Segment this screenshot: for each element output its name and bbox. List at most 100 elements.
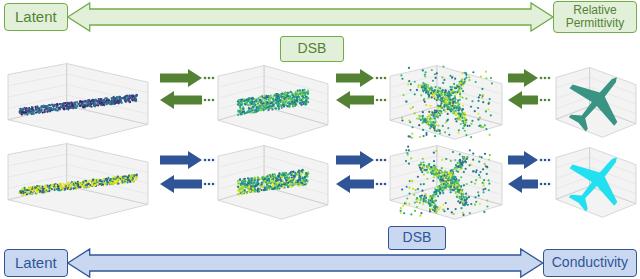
scatter-point [74, 104, 76, 106]
scatter-point [447, 106, 449, 108]
scatter-point [292, 95, 294, 97]
scatter-point [482, 95, 484, 97]
scatter-point [124, 96, 126, 98]
scatter-point [36, 111, 38, 113]
scatter-point [99, 183, 101, 185]
scatter-point [465, 98, 467, 100]
scatter-point [449, 105, 451, 107]
scatter-point [134, 99, 136, 101]
scatter-point [459, 91, 461, 93]
scatter-point [485, 128, 487, 130]
scatter-point [71, 104, 73, 106]
scatter-point [303, 101, 305, 103]
scatter-point [28, 112, 30, 114]
scatter-point [440, 111, 442, 113]
scatter-point [268, 107, 270, 109]
axis-pane [437, 66, 502, 125]
scatter-point [449, 86, 451, 88]
scatter-point [242, 111, 244, 113]
grid-line [8, 154, 67, 166]
scatter-point [49, 110, 51, 112]
scatter-point [278, 102, 280, 104]
scatter-point [102, 104, 104, 106]
scatter-point [459, 82, 461, 84]
scatter-point [94, 100, 96, 102]
scatter-point [278, 107, 280, 109]
scatter-point [424, 87, 426, 89]
scatter-point [292, 105, 294, 107]
scatter-point [407, 135, 409, 137]
scatter-point [489, 98, 491, 100]
scatter-point [451, 98, 453, 100]
scatter-point [92, 101, 94, 103]
scatter-point [131, 99, 133, 101]
scatter-point [434, 118, 436, 120]
scatter-point [94, 102, 96, 104]
scatter-point [448, 96, 450, 98]
scatter-point [247, 110, 249, 112]
scatter-point [44, 111, 46, 113]
scatter-point [292, 100, 294, 102]
scatter-point [427, 91, 429, 93]
scatter-point [272, 97, 274, 99]
scatter-point [459, 93, 461, 95]
scatter-point [471, 100, 473, 102]
scatter-point [43, 104, 45, 106]
scatter-point [121, 182, 123, 184]
scatter-point [28, 107, 30, 109]
scatter-point [273, 95, 275, 97]
ellipsis-dot [376, 77, 379, 80]
scatter-point [291, 97, 293, 99]
scatter-point [462, 108, 464, 110]
grid-line [390, 76, 437, 87]
scatter-point [465, 122, 467, 124]
scatter-point [298, 91, 300, 93]
scatter-point [276, 99, 278, 101]
scatter-point [441, 76, 443, 78]
scatter-point [306, 98, 308, 100]
scatter-point [284, 92, 286, 94]
scatter-point [112, 96, 114, 98]
scatter-point [240, 99, 242, 101]
scatter-point [461, 96, 463, 98]
scatter-point [425, 104, 427, 106]
scatter-point [457, 132, 459, 134]
scatter-point [443, 109, 445, 111]
scatter-point [436, 114, 438, 116]
scatter-point [454, 92, 456, 94]
scatter-point [46, 111, 48, 113]
airplane-shape [569, 77, 617, 131]
scatter-point [242, 108, 244, 110]
scatter-point [296, 96, 298, 98]
scatter-point [96, 183, 98, 185]
scatter-point [462, 72, 464, 74]
grid-line [264, 96, 328, 114]
scatter-point [288, 102, 290, 104]
scatter-point [479, 94, 481, 96]
scatter-point [479, 124, 481, 126]
grid-line [437, 76, 502, 94]
scatter-point [27, 109, 29, 111]
scatter-point [244, 104, 246, 106]
grid-line [67, 95, 148, 114]
scatter-point [485, 110, 487, 112]
scatter-point [431, 92, 433, 94]
scatter-point [444, 131, 446, 133]
scatter-point [304, 94, 306, 96]
scatter-point [285, 100, 287, 102]
scatter-point [301, 104, 303, 106]
scatter-point [242, 111, 244, 113]
scatter-point [129, 174, 131, 176]
scatter-point [264, 107, 266, 109]
scatter-point [416, 117, 418, 119]
scatter-point [279, 94, 281, 96]
scatter-point [49, 104, 51, 106]
scatter-point [435, 124, 437, 126]
scatter-point [90, 106, 92, 108]
scatter-point [127, 99, 129, 101]
scatter-point [70, 185, 72, 187]
scatter-point [455, 107, 457, 109]
scatter-point [244, 103, 246, 105]
scatter-point [447, 113, 449, 115]
scatter-point [286, 98, 288, 100]
